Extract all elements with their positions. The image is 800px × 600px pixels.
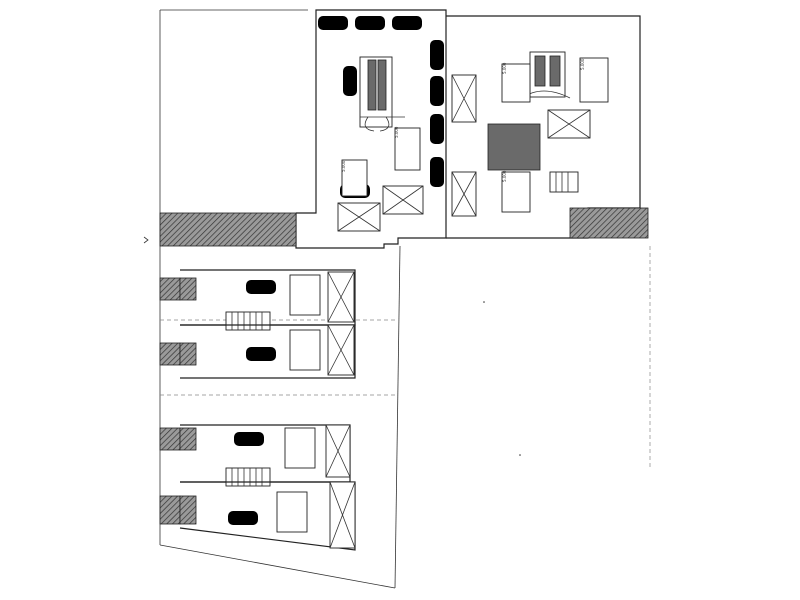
small-stair-right: [549, 171, 579, 193]
stair-core-left: [359, 56, 405, 132]
dimension-label: 5.000: [502, 62, 507, 74]
parking-bay-right-1: 5.000: [501, 62, 531, 103]
parking-bay-right-3: 5.000: [501, 170, 531, 213]
parking-bay-right-2: 5.000: [579, 57, 609, 103]
light-well-left: [337, 202, 381, 232]
dimension-label: 5.000: [580, 58, 585, 70]
parking-bay-left-1: 5.000: [394, 126, 421, 171]
section-marker: [143, 236, 149, 244]
parking-bay-left-2: 5.000: [341, 159, 368, 197]
stair-between-1-2: [225, 311, 271, 331]
hatched-boundary-wall-left: [159, 212, 297, 247]
light-well-right-2: [451, 171, 477, 217]
parked-cars-top-row: [318, 16, 422, 30]
survey-point: [519, 454, 521, 456]
hatched-boundary-wall-right: [569, 207, 649, 239]
row-house-4: [159, 481, 356, 551]
light-well-right-1: [451, 74, 477, 123]
stair-between-3-4: [225, 467, 271, 487]
row-house-2: [159, 324, 356, 379]
dimension-label: 5.000: [502, 170, 507, 182]
ramp-hatched-block: [487, 123, 541, 171]
light-well-right-3: [547, 109, 591, 139]
parked-cars-right-column: [430, 40, 444, 187]
parked-car-left: [343, 66, 357, 96]
site-boundary: [159, 9, 651, 589]
survey-point: [483, 301, 485, 303]
light-well-center: [382, 185, 424, 215]
upper-right-building: 5.000 5.000 5.000: [446, 15, 649, 239]
row-house-1: [159, 269, 356, 331]
dimension-label: 5.000: [341, 160, 346, 172]
row-house-3: [159, 424, 351, 487]
dimension-label: 5.000: [394, 126, 399, 138]
upper-left-building: 5.000 5.000: [159, 9, 447, 249]
